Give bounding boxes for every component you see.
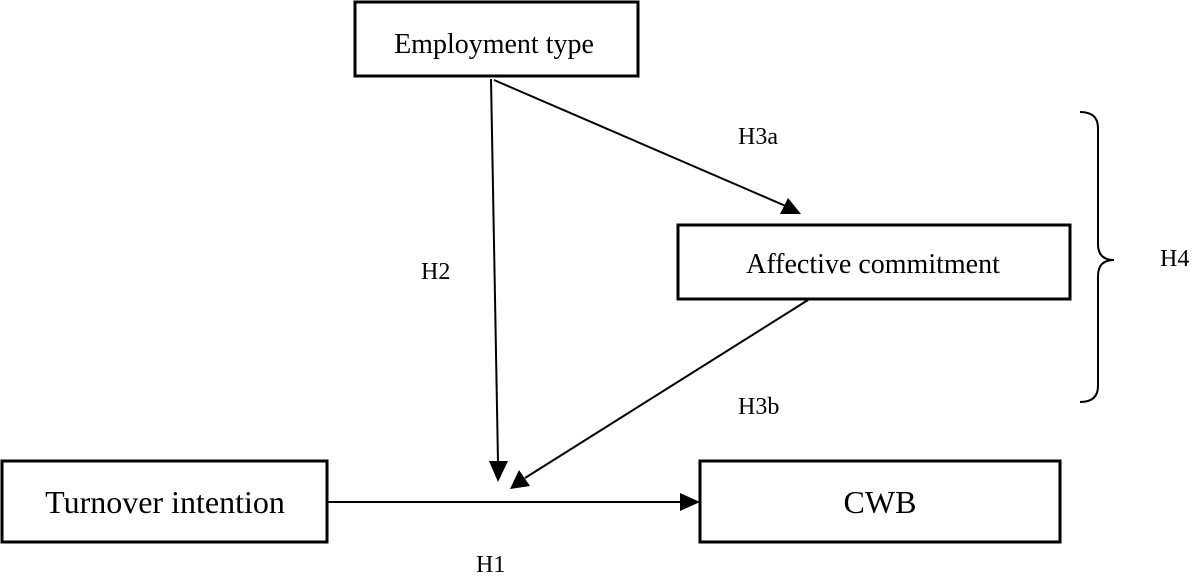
h4-label: H4	[1160, 246, 1189, 272]
affective-commitment-label: Affective commitment	[746, 249, 1000, 280]
employment-type-box	[353, 0, 640, 78]
h2-arrow-line	[490, 78, 499, 463]
cwb-box	[698, 459, 1062, 544]
h1-arrowhead	[680, 493, 700, 511]
h3b-arrowhead	[510, 470, 530, 489]
turnover-intention-label: Turnover intention	[45, 484, 285, 520]
h2-label: H2	[421, 259, 450, 285]
affective-commitment-box	[676, 223, 1072, 301]
h4-bracket	[1079, 111, 1115, 403]
cwb-label: CWB	[844, 484, 917, 520]
employment-type-label: Employment type	[394, 29, 594, 60]
h3b-arrow-line	[524, 299, 809, 479]
h3b-label: H3b	[738, 394, 779, 420]
h3a-arrow-line	[493, 79, 789, 208]
h1-label: H1	[476, 552, 505, 578]
h3a-arrowhead	[780, 198, 801, 214]
h2-arrowhead	[489, 461, 508, 482]
h3a-label: H3a	[738, 124, 778, 150]
